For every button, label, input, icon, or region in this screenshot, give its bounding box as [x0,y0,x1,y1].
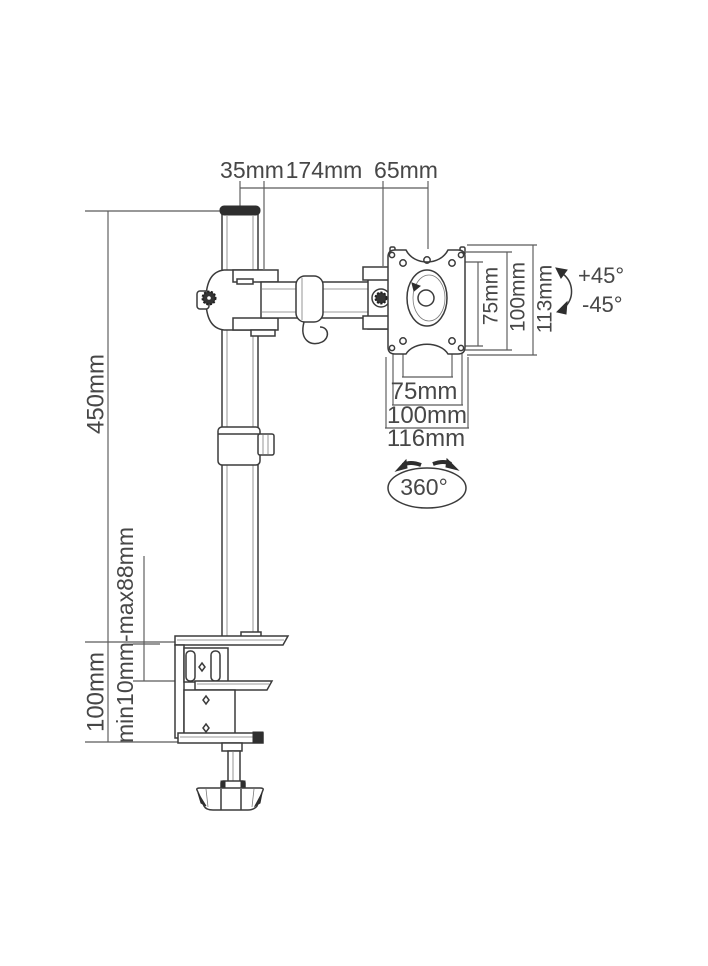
dim-label-65mm: 65mm [374,157,438,183]
clamp-shelf [194,680,274,691]
dim-label-vesa-v100: 100mm [507,262,530,332]
height-collar [217,426,275,466]
desk-plate [174,635,290,646]
clamp-lower-flange [232,317,279,331]
label-tilt-up: +45° [578,263,624,288]
swivel-360-indicator [387,457,467,509]
vesa-vertical-dimensions [452,244,537,356]
guide-pin-right [210,650,221,682]
clamp-hand-knob [196,787,264,811]
swivel-arrowhead-left [394,458,408,472]
vesa-hole-100-tl [388,251,396,259]
pivot-arrow-mark [411,282,421,292]
vesa-hole-top-center [423,256,431,264]
tilt-45-indicator [555,267,573,315]
top-width-dimensions [239,181,429,269]
desk-clamp [174,631,290,811]
pivot-hole [417,289,435,307]
clamp-screw-rod [227,750,241,783]
collar-knob [257,433,275,456]
vesa-hole-100-tr [457,251,465,259]
tilt-arrowhead-up [555,267,568,279]
dim-label-vesa-v75: 75mm [480,267,503,325]
vesa-hole-75-bl [399,337,407,345]
pole-cap [219,205,261,216]
vesa-bracket [362,266,391,330]
guide-pin-left [185,650,196,682]
swivel-arrowhead-right [445,457,460,471]
tilt-arrowhead-down [556,300,568,315]
clamp-lower-body [183,689,236,739]
label-swivel-360: 360° [400,474,448,500]
vesa-hole-75-tl [399,259,407,267]
dim-label-174mm: 174mm [286,157,363,183]
dim-label-vesa-h100: 100mm [387,402,467,429]
dim-label-35mm: 35mm [220,157,284,183]
bracket-screw-knob [374,291,388,305]
clamp-height-dimension [85,642,178,743]
dim-label-vesa-h116: 116mm [387,425,465,452]
label-tilt-down: -45° [582,292,623,317]
dim-label-100mm-clamp: 100mm [83,652,110,732]
vesa-plate [387,246,466,355]
vesa-horizontal-dimensions [385,345,469,429]
vesa-hole-100-bl [388,344,396,352]
vesa-hole-75-br [448,337,456,345]
dim-label-450mm: 450mm [83,354,110,434]
clamp-bottom-flange [177,732,264,744]
cable-clip [295,275,329,345]
dim-label-vesa-v113: 113mm [534,265,557,333]
vesa-hole-100-br [457,344,465,352]
pole-height-dimension [85,210,221,643]
dim-label-clamp-range: min10mm-max88mm [112,527,138,743]
clamp-back-plate [174,644,185,739]
dim-label-vesa-h75: 75mm [391,378,458,405]
pole-clamp [196,269,279,337]
vesa-hole-75-tr [448,259,456,267]
